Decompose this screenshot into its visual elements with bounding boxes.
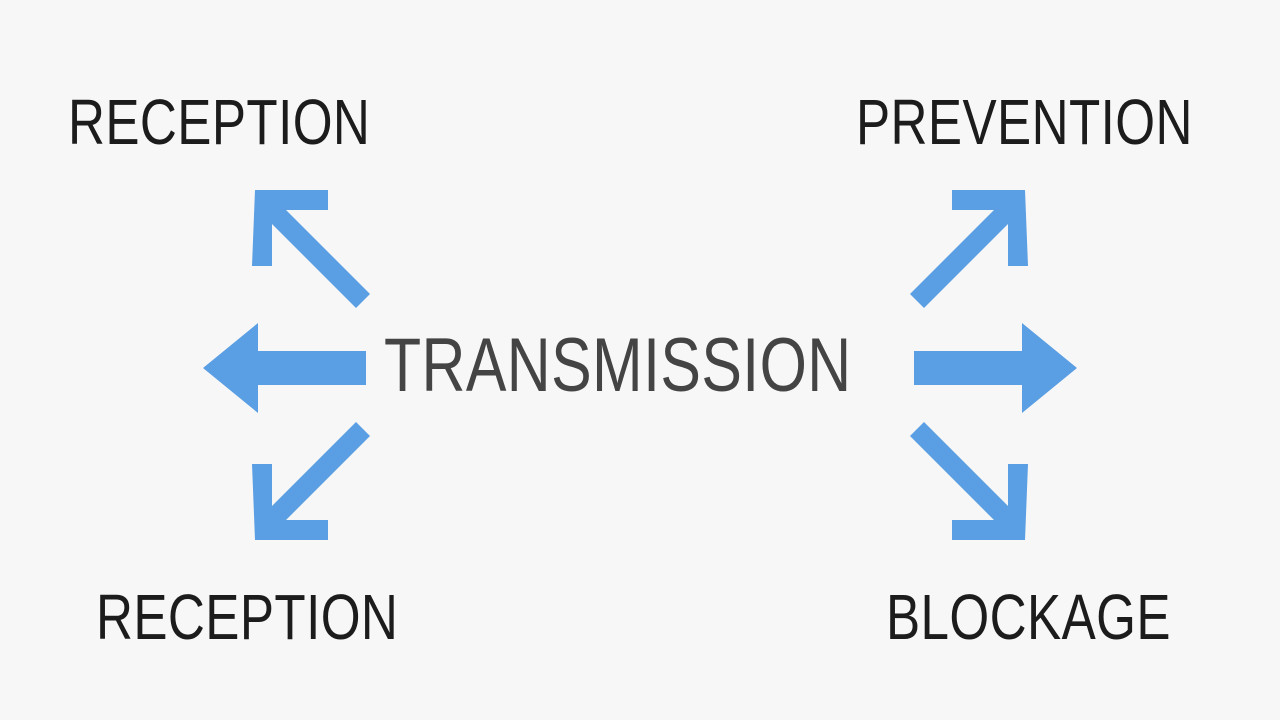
center-label-transmission: TRANSMISSION [384, 323, 852, 408]
arrow-up-left-icon [252, 190, 370, 308]
arrow-right-icon [914, 323, 1077, 413]
node-label-blockage: BLOCKAGE [886, 581, 1171, 653]
node-label-reception-bottom: RECEPTION [96, 581, 399, 653]
arrow-left-icon [203, 323, 366, 413]
node-label-reception-top: RECEPTION [68, 86, 371, 158]
arrow-up-right-icon [910, 190, 1028, 308]
arrow-down-right-icon [910, 422, 1028, 540]
node-label-prevention: PREVENTION [856, 86, 1193, 158]
arrow-down-left-icon [252, 422, 370, 540]
